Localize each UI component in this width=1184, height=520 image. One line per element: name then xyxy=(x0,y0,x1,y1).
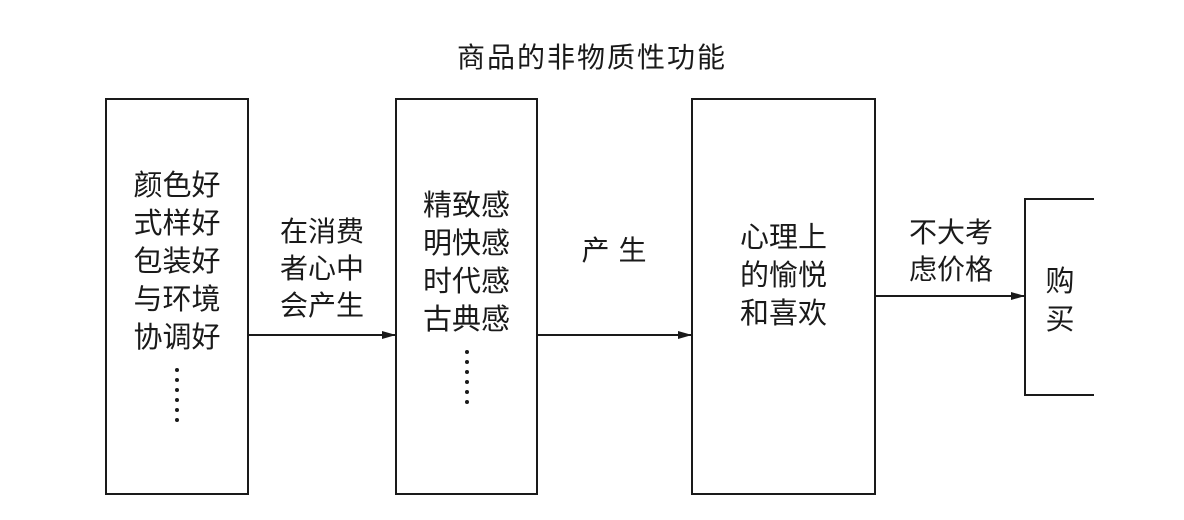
arrow1-label: 在消费 者心中 会产生 xyxy=(279,215,364,322)
box-purchase: 购 买 xyxy=(1024,198,1094,396)
arrow2-label: 产 生 xyxy=(581,234,647,267)
arrow3-label: 不大考 虑价格 xyxy=(908,216,993,286)
box-purchase-text: 购 买 xyxy=(1045,264,1075,336)
diagram-title: 商品的非物质性功能 xyxy=(456,41,727,74)
box-product-attributes: 颜色好 式样好 包装好 与环境 协调好 xyxy=(105,98,249,495)
box-feelings-text: 精致感 明快感 时代感 古典感 xyxy=(422,188,510,336)
box-feelings-ellipsis xyxy=(464,350,470,410)
box-psychological-pleasure: 心理上 的愉悦 和喜欢 xyxy=(691,98,876,495)
box-product-attributes-text: 颜色好 式样好 包装好 与环境 协调好 xyxy=(133,168,221,354)
box-feelings: 精致感 明快感 时代感 古典感 xyxy=(395,98,538,495)
box-product-attributes-ellipsis xyxy=(174,368,180,428)
box-psychological-pleasure-text: 心理上 的愉悦 和喜欢 xyxy=(739,220,827,330)
